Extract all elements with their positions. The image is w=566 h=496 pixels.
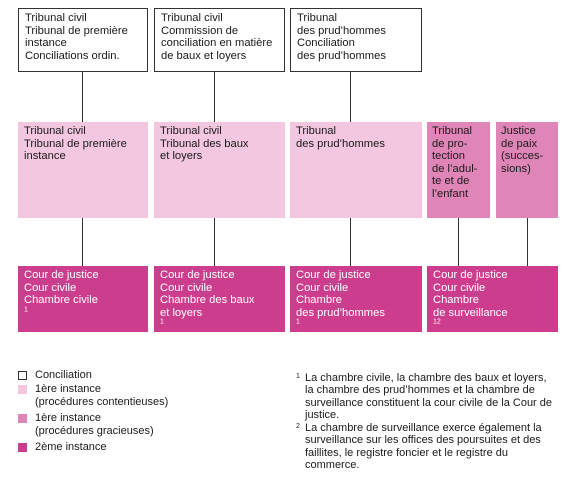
box-line: Cour de justice	[296, 269, 371, 281]
second-instance-box: Cour de justice Cour civile Chambre des …	[290, 266, 422, 332]
box-line: Chambre	[433, 294, 480, 307]
footnote: 2 La chambre de surveillance exerce égal…	[296, 422, 558, 471]
box-line: Chambre des baux	[160, 294, 255, 307]
second-instance-box: Cour de justice Cour civile Chambre des …	[154, 266, 285, 332]
box-line-text: et loyers	[160, 306, 203, 319]
box-line: Cour civile	[160, 281, 213, 294]
box-line: Tribunal de première	[25, 24, 128, 37]
box-line: Tribunal	[432, 125, 473, 137]
box-line: conciliation en matière	[161, 37, 273, 50]
legend-swatch	[18, 443, 27, 452]
box-line: Tribunal des baux	[160, 137, 249, 150]
footnote-ref: 1	[160, 318, 164, 326]
box-line: Chambre	[296, 294, 343, 307]
box-line: Cour civile	[296, 281, 349, 294]
box-line: de l’adul-	[432, 162, 478, 175]
legend-label: 1ère instance	[35, 412, 102, 424]
box-line: et loyers	[160, 150, 203, 163]
box-line: Conciliation	[297, 37, 355, 50]
box-line: (succes-	[501, 150, 544, 163]
legend-sublabel: (procédures contentieuses)	[35, 396, 169, 408]
first-instance-box: Tribunal civil Tribunal des baux et loye…	[154, 122, 285, 218]
footnote-ref: 1	[296, 318, 300, 326]
box-line: Tribunal	[296, 125, 337, 137]
connector-line	[214, 218, 215, 266]
legend-swatch	[18, 385, 27, 394]
first-instance-box: Tribunal civil Tribunal de première inst…	[18, 122, 148, 218]
box-line: Tribunal civil	[24, 125, 86, 137]
legend-label: 2ème instance	[35, 441, 107, 453]
box-line: instance	[25, 37, 67, 50]
box-line: Cour civile	[433, 281, 486, 294]
box-line: de pro-	[432, 137, 468, 150]
box-line: sions)	[501, 162, 531, 175]
footnotes: 1 La chambre civile, la chambre des baux…	[296, 372, 558, 472]
conciliation-box: Tribunal civil Commission de conciliatio…	[154, 8, 285, 72]
box-line: Tribunal civil	[161, 12, 223, 24]
footnote-mark: 2	[296, 423, 300, 431]
footnote-text: La chambre de surveillance exerce égalem…	[305, 422, 542, 472]
footnote-ref: 12	[433, 318, 441, 326]
first-instance-box: Tribunal des prud’hommes	[290, 122, 422, 218]
box-line: Tribunal	[297, 12, 338, 24]
conciliation-box: Tribunal civil Tribunal de première inst…	[18, 8, 148, 72]
protection-tribunal-box: Tribunal de pro- tection de l’adul- te e…	[427, 122, 490, 218]
box-line: Cour de justice	[24, 269, 99, 281]
box-line-text: des prud’hommes	[296, 306, 385, 319]
connector-line	[350, 218, 351, 266]
box-line: des prud’hommes	[296, 137, 385, 150]
legend-label: 1ère instance	[35, 383, 102, 395]
legend: Conciliation 1ère instance (procédures c…	[18, 369, 278, 469]
second-instance-box: Cour de justice Cour civile Chambre de s…	[427, 266, 558, 332]
conciliation-box: Tribunal des prud’hommes Conciliation de…	[290, 8, 422, 72]
connector-line	[82, 218, 83, 266]
connector-line	[214, 72, 215, 122]
box-line: des prud’hommes	[297, 24, 386, 37]
footnote: 1 La chambre civile, la chambre des baux…	[296, 372, 558, 421]
connector-line	[350, 72, 351, 122]
connector-line	[82, 72, 83, 122]
box-line: de baux et loyers	[161, 49, 247, 62]
legend-label: Conciliation	[35, 369, 92, 381]
footnote-text: La chambre civile, la chambre des baux e…	[305, 372, 553, 421]
box-line: instance	[24, 150, 66, 163]
box-line: Cour de justice	[433, 269, 508, 281]
box-line-text: Chambre civile	[24, 294, 98, 307]
box-line: Tribunal civil	[160, 125, 222, 137]
justice-de-paix-box: Justice de paix (succes- sions)	[496, 122, 558, 218]
box-line: Justice	[501, 125, 536, 137]
box-line: Cour civile	[24, 281, 77, 294]
footnote-ref: 1	[24, 306, 28, 314]
box-line: Commission de	[161, 24, 239, 37]
box-line: Cour de justice	[160, 269, 235, 281]
box-line: Conciliations ordin.	[25, 49, 120, 62]
box-line: Tribunal de première	[24, 137, 127, 150]
box-line-text: de surveillance	[433, 306, 508, 319]
box-line: l’enfant	[432, 187, 469, 200]
box-line: de paix	[501, 137, 538, 150]
footnote-mark: 1	[296, 373, 300, 380]
box-line: te et de	[432, 175, 470, 188]
connector-line	[527, 218, 528, 266]
box-line: Tribunal civil	[25, 12, 87, 24]
connector-line	[458, 218, 459, 266]
box-line: des prud’hommes	[297, 49, 386, 62]
legend-swatch	[18, 414, 27, 423]
legend-sublabel: (procédures gracieuses)	[35, 425, 154, 437]
box-line: tection	[432, 150, 465, 163]
legend-swatch	[18, 371, 27, 380]
second-instance-box: Cour de justice Cour civile Chambre civi…	[18, 266, 148, 332]
